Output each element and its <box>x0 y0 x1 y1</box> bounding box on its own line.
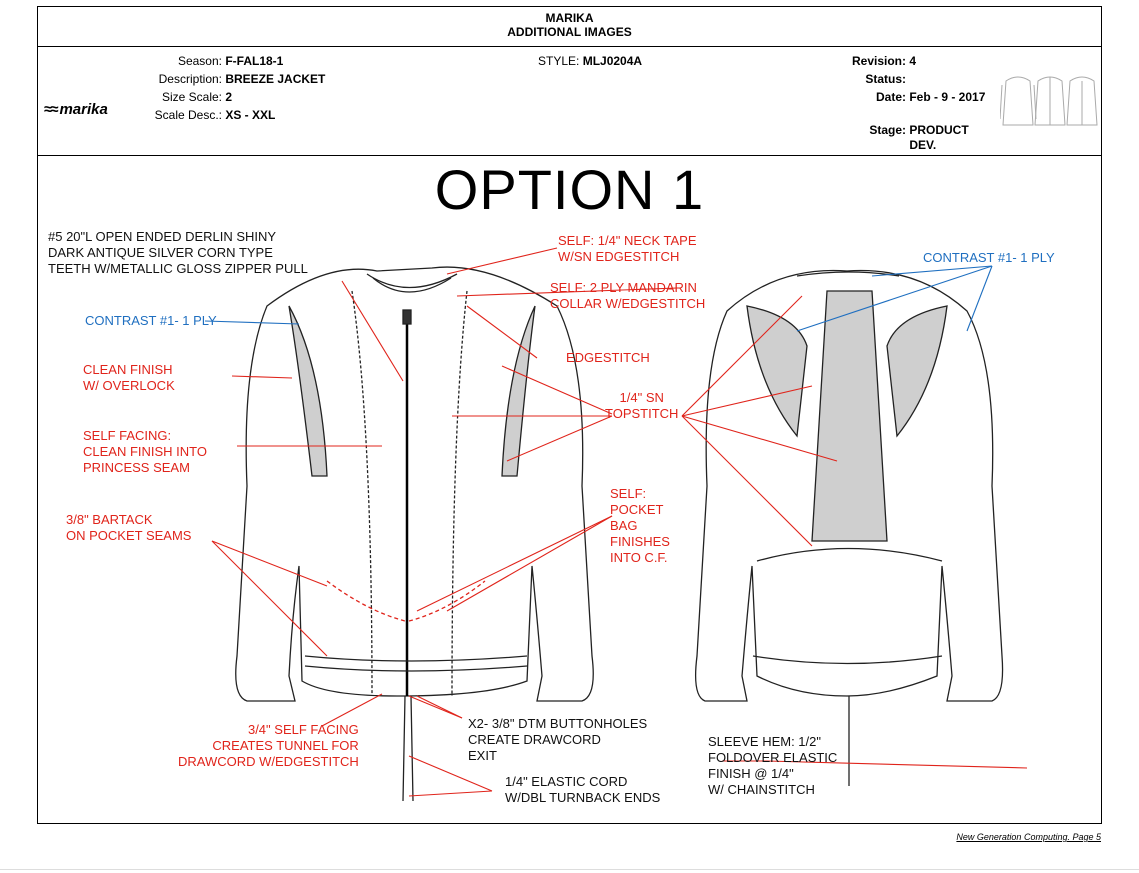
stage-row: Stage: PRODUCT DEV. <box>869 123 969 152</box>
revision-row: Revision: 4 <box>851 54 917 68</box>
buttonholes-note: x2- 3/8" DTM BUTTONHOLES CREATE DRAWCORD… <box>468 716 648 763</box>
clean-finish-note: CLEAN FINISH w/ OVERLOCK <box>83 362 175 393</box>
revision-value: 4 <box>909 54 917 68</box>
bartack-note: 3/8" BARTACK ON POCKET SEAMS <box>66 512 192 543</box>
sheet-subtitle: ADDITIONAL IMAGES <box>507 25 632 39</box>
edgestitch-note: EDGESTITCH <box>566 350 650 365</box>
jacket-thumbnails <box>1000 76 1098 126</box>
back-jacket-sketch <box>694 269 1004 786</box>
contrast-leaders <box>204 265 993 332</box>
self-facing-note: SELF FACING: CLEAN FINISH INTO PRINCESS … <box>83 428 208 475</box>
collar-note: SELF: 2 PLY MANDARIN COLLAR w/EDGESTITCH <box>550 280 706 311</box>
brand-title: MARIKA <box>545 11 594 25</box>
season-row: Season: F-FAL18-1 <box>177 54 284 68</box>
pocket-bag-note: SELF: POCKET BAG FINISHES INTO C.F. <box>610 486 670 565</box>
option-title: OPTION 1 <box>434 158 705 221</box>
technical-drawing <box>204 247 1028 802</box>
season-value: F-FAL18-1 <box>225 54 284 68</box>
spec-sheet: MARIKA ADDITIONAL IMAGES ≈≈marika Season… <box>37 6 1102 824</box>
description-row: Description: BREEZE JACKET <box>158 72 326 86</box>
front-jacket-sketch <box>235 266 594 802</box>
date-value: Feb - 9 - 2017 <box>909 90 986 104</box>
status-row: Status: <box>865 72 906 86</box>
contrast-front-note: CONTRAST #1- 1 PLY <box>85 313 217 328</box>
elastic-cord-note: 1/4" ELASTIC CORD w/DBL TURNBACK ENDS <box>505 774 661 805</box>
contrast-panel-right <box>501 305 536 477</box>
neck-tape-note: SELF: 1/4" NECK TAPE w/SN EDGESTITCH <box>558 233 697 264</box>
page-footer-link[interactable]: New Generation Computing. Page 5 <box>956 832 1101 842</box>
style-value: MLJ0204A <box>582 54 643 68</box>
title-band: MARIKA ADDITIONAL IMAGES <box>38 7 1101 47</box>
size-scale-value: 2 <box>225 90 233 104</box>
zipper-note: #5 20"L OPEN ENDED DERLIN SHINY DARK ANT… <box>48 229 308 276</box>
style-row: STYLE: MLJ0204A <box>538 54 643 68</box>
date-row: Date: Feb - 9 - 2017 <box>875 90 986 104</box>
back-center-panel <box>811 290 888 542</box>
description-value: BREEZE JACKET <box>225 72 326 86</box>
contrast-panel-left <box>288 305 328 477</box>
back-contrast-left <box>746 305 808 438</box>
tunnel-note: 3/4" SELF FACING CREATES TUNNEL FOR DRAW… <box>178 722 359 769</box>
stage-value: PRODUCT DEV. <box>909 123 969 152</box>
scale-desc-value: XS - XXL <box>225 108 276 122</box>
wave-logo-icon: ≈≈ <box>44 101 59 118</box>
back-contrast-right <box>886 305 948 438</box>
scale-desc-row: Scale Desc.: XS - XXL <box>154 108 276 122</box>
bottom-divider <box>0 869 1139 870</box>
topstitch-note: 1/4" SN TOPSTITCH <box>605 390 679 421</box>
marika-logo: ≈≈marika <box>44 101 108 118</box>
sleeve-hem-note: SLEEVE HEM: 1/2" FOLDOVER ELASTIC FINISH… <box>708 734 838 797</box>
size-scale-row: Size Scale: 2 <box>161 90 233 104</box>
annotation-leaders <box>211 247 1028 797</box>
meta-block: ≈≈marika Season: F-FAL18-1 Description: … <box>38 47 1101 156</box>
contrast-back-note: CONTRAST #1- 1 PLY <box>923 250 1055 265</box>
